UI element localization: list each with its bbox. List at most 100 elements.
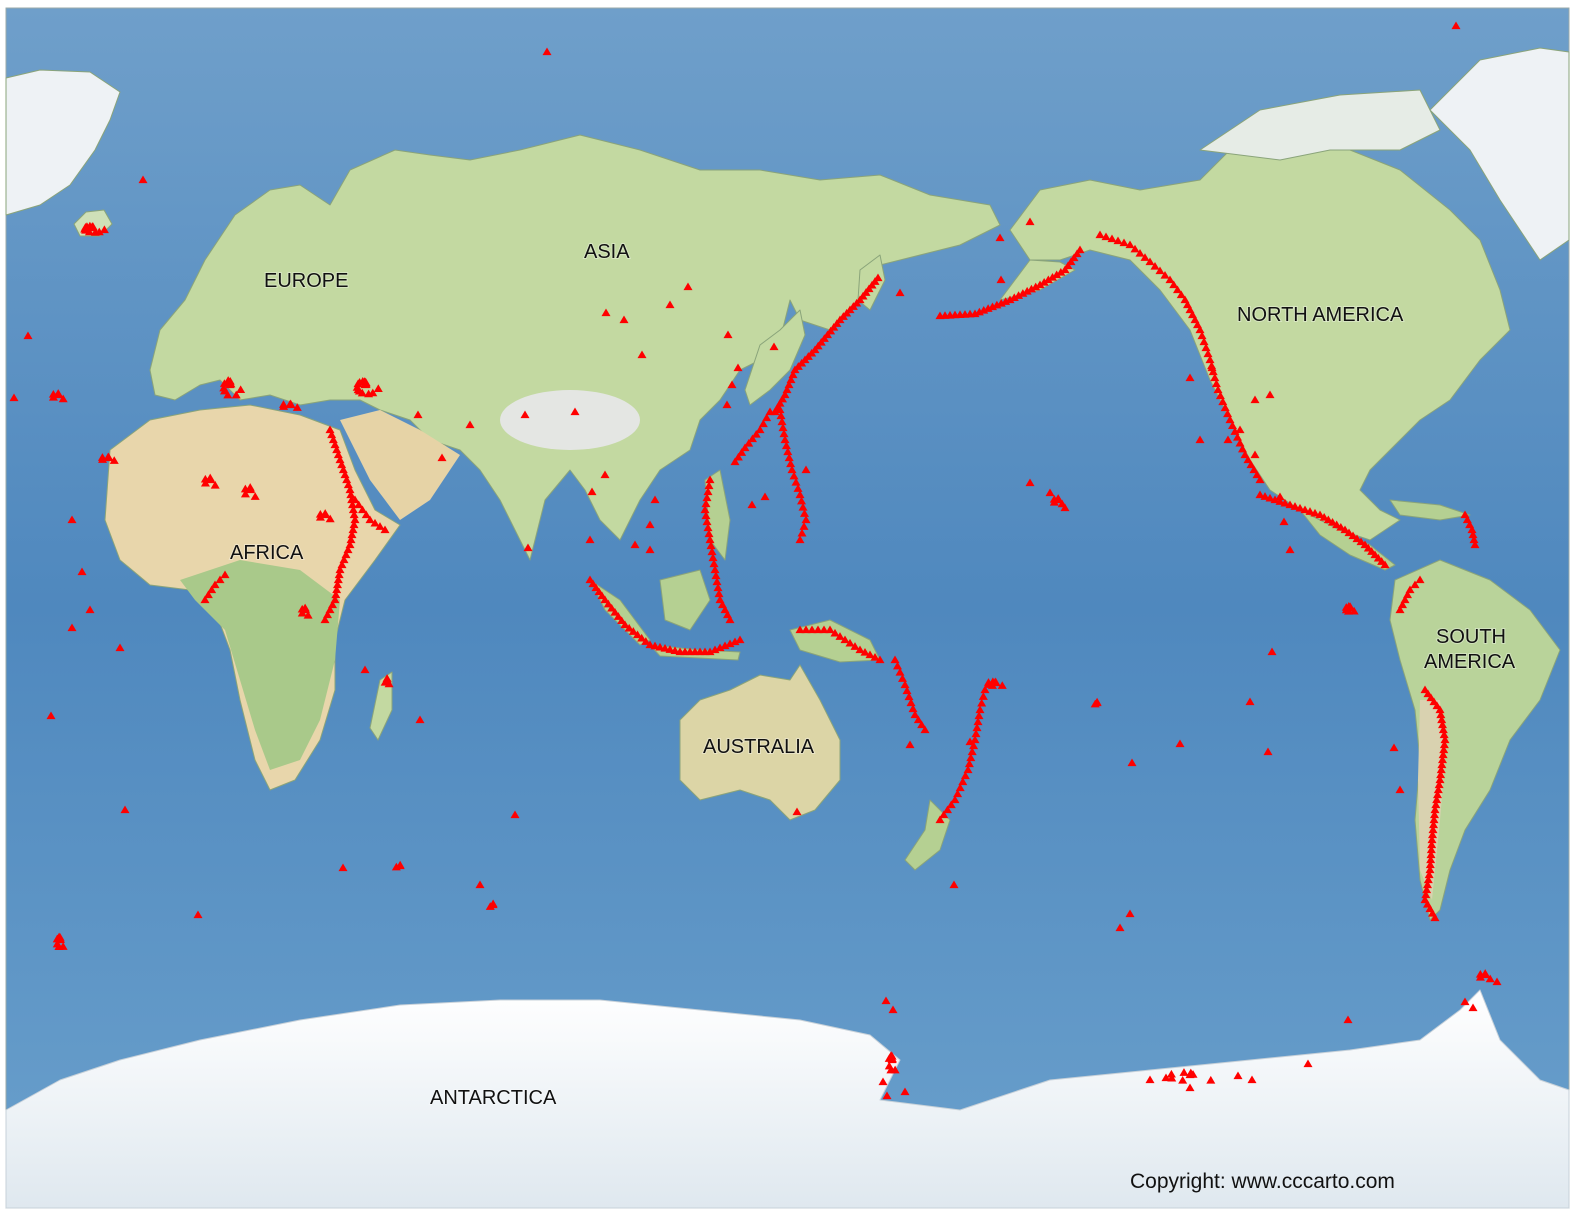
volcano-triangle-icon — [1018, 289, 1028, 297]
volcano-triangle-icon — [613, 612, 623, 620]
volcano-triangle-icon — [1344, 602, 1354, 610]
volcano-triangle-icon — [886, 1065, 896, 1074]
volcano-triangle-icon — [906, 698, 916, 707]
volcano-triangle-icon — [795, 625, 805, 634]
volcano-triangle-icon — [1305, 507, 1315, 515]
volcano-triangle-icon — [1285, 545, 1295, 554]
volcano-triangle-icon — [1275, 492, 1285, 501]
volcano-triangle-icon — [900, 680, 910, 689]
volcano-triangle-icon — [1469, 535, 1479, 544]
volcano-triangle-icon — [413, 410, 423, 419]
volcano-triangle-icon — [1438, 725, 1448, 734]
volcano-triangle-icon — [1280, 498, 1290, 507]
volcano-triangle-icon — [881, 996, 891, 1005]
volcano-triangle-icon — [380, 525, 390, 534]
continent-labels: EUROPE ASIA AFRICA NORTH AMERICA SOUTH A… — [229, 240, 1517, 1110]
volcano-triangle-icon — [1433, 790, 1442, 799]
volcano-triangle-icon — [878, 1077, 888, 1086]
volcano-triangle-icon — [712, 577, 722, 586]
volcano-triangle-icon — [1252, 470, 1262, 479]
volcano-triangle-icon — [1435, 775, 1445, 784]
volcano-triangle-icon — [345, 485, 355, 494]
volcano-triangle-icon — [1344, 606, 1354, 615]
volcano-triangle-icon — [1265, 390, 1275, 399]
volcano-triangle-icon — [787, 465, 797, 474]
volcano-triangle-icon — [840, 635, 850, 644]
volcano-triangle-icon — [333, 575, 343, 584]
volcano-triangle-icon — [1215, 391, 1225, 400]
volcano-triangle-icon — [1451, 21, 1461, 30]
volcano-triangle-icon — [875, 655, 885, 664]
volcano-triangle-icon — [370, 518, 380, 527]
volcano-triangle-icon — [1410, 580, 1420, 589]
volcano-triangle-icon — [488, 899, 498, 908]
volcano-triangle-icon — [360, 665, 370, 674]
volcano-triangle-icon — [1246, 460, 1256, 469]
volcano-triangle-icon — [1249, 465, 1259, 474]
volcano-triangle-icon — [882, 1091, 892, 1100]
volcano-triangle-icon — [1130, 244, 1140, 253]
volcano-triangle-icon — [670, 646, 680, 654]
volcano-triangle-icon — [1210, 373, 1220, 382]
greenland-west — [5, 69, 121, 216]
borneo — [659, 569, 711, 631]
volcano-triangle-icon — [683, 282, 693, 291]
volcano-triangle-icon — [710, 645, 720, 654]
volcano-triangle-icon — [1344, 528, 1354, 537]
volcano-triangle-icon — [236, 385, 246, 393]
volcano-triangle-icon — [109, 456, 119, 464]
volcano-triangle-icon — [84, 227, 94, 236]
volcano-triangle-icon — [707, 547, 717, 556]
volcano-triangle-icon — [223, 376, 233, 384]
volcano-triangle-icon — [1245, 697, 1255, 706]
volcano-triangle-icon — [1195, 325, 1205, 334]
volcano-triangle-icon — [1427, 835, 1437, 844]
label-europe: EUROPE — [264, 270, 348, 292]
japan — [744, 309, 806, 406]
volcano-triangle-icon — [1048, 273, 1057, 281]
volcano-markers — [9, 21, 1502, 1100]
volcano-triangle-icon — [865, 650, 875, 659]
volcano-triangle-icon — [733, 452, 743, 461]
volcano-triangle-icon — [1127, 758, 1137, 767]
volcano-triangle-icon — [465, 420, 475, 429]
volcano-triangle-icon — [760, 492, 770, 501]
volcano-triangle-icon — [207, 585, 217, 594]
volcano-triangle-icon — [730, 637, 740, 646]
volcano-triangle-icon — [1066, 257, 1076, 266]
volcano-triangle-icon — [964, 759, 974, 768]
volcano-triangle-icon — [1270, 495, 1280, 504]
volcano-triangle-icon — [735, 635, 745, 644]
volcano-triangle-icon — [1380, 560, 1390, 569]
volcano-triangle-icon — [1425, 865, 1435, 874]
volcano-triangle-icon — [1235, 425, 1245, 434]
volcano-triangle-icon — [1185, 373, 1195, 382]
volcano-triangle-icon — [354, 500, 364, 509]
volcano-triangle-icon — [395, 860, 405, 869]
new-zealand — [904, 799, 951, 871]
volcano-triangle-icon — [1150, 262, 1160, 270]
volcano-triangle-icon — [346, 535, 356, 544]
volcano-triangle-icon — [1243, 455, 1253, 464]
volcano-triangle-icon — [798, 503, 808, 511]
volcano-triangle-icon — [1438, 720, 1447, 729]
volcano-triangle-icon — [475, 880, 485, 889]
volcano-triangle-icon — [650, 495, 660, 504]
volcano-triangle-icon — [330, 440, 340, 449]
volcano-triangle-icon — [115, 643, 125, 652]
volcano-triangle-icon — [1424, 870, 1434, 879]
volcano-triangle-icon — [1208, 367, 1218, 376]
volcano-triangle-icon — [1060, 265, 1070, 274]
volcano-triangle-icon — [650, 641, 660, 650]
volcano-triangle-icon — [85, 605, 95, 614]
volcano-triangle-icon — [1211, 379, 1221, 388]
volcano-triangle-icon — [332, 585, 342, 594]
volcano-triangle-icon — [1295, 503, 1305, 512]
volcano-triangle-icon — [730, 457, 740, 466]
volcano-triangle-icon — [850, 642, 860, 650]
volcano-triangle-icon — [665, 300, 675, 309]
volcano-triangle-icon — [343, 480, 353, 489]
volcano-triangle-icon — [701, 511, 711, 520]
volcano-triangle-icon — [1160, 271, 1170, 279]
volcano-triangle-icon — [1161, 1073, 1171, 1082]
